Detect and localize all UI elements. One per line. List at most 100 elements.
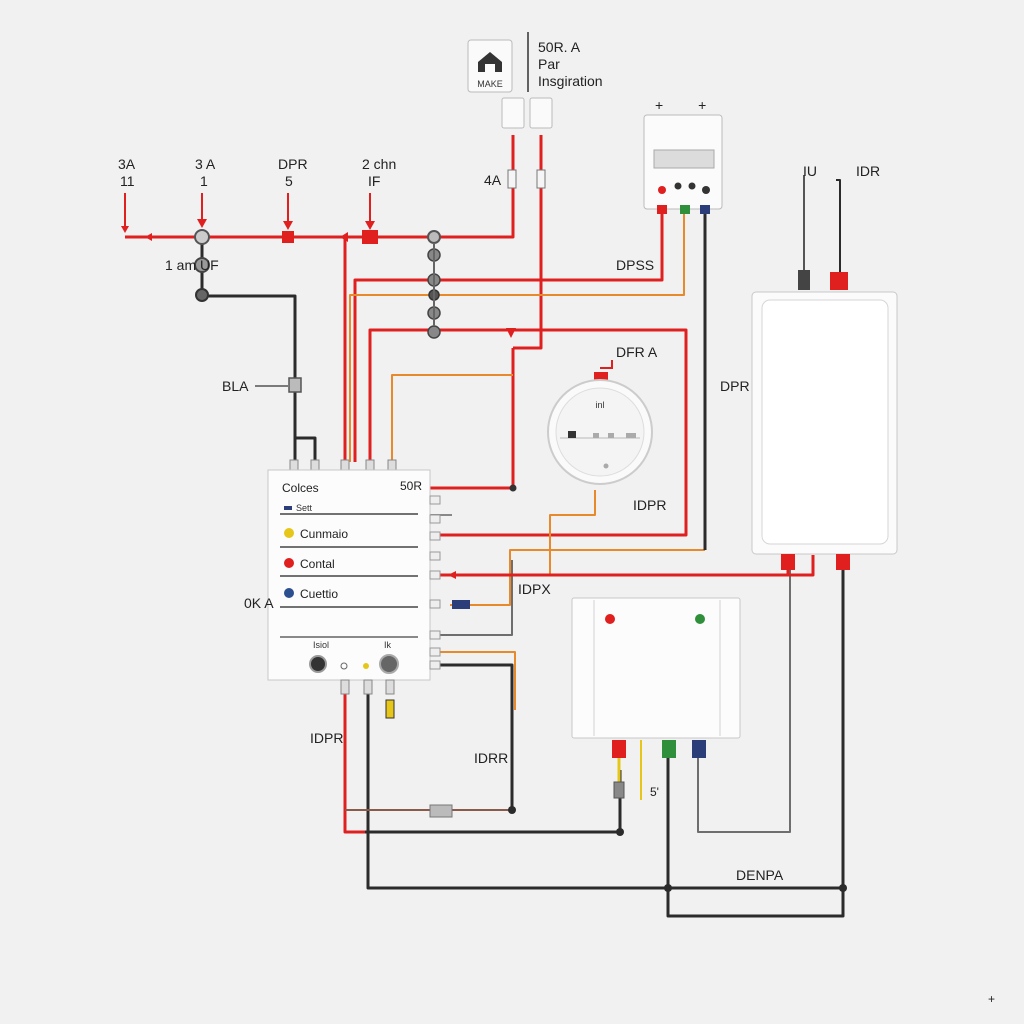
- socket-label-2: Par: [538, 56, 560, 72]
- arrow-head-icon: [448, 571, 456, 579]
- label-fuse: 4A: [484, 172, 502, 188]
- black-left-drop: [200, 237, 317, 462]
- corner-mark: +: [988, 992, 995, 1006]
- junction-dot: [616, 828, 624, 836]
- inline-fuse: [288, 377, 302, 393]
- meter-dot: [603, 463, 609, 469]
- junction-dot: [664, 884, 672, 892]
- grey-left-link: [440, 560, 513, 636]
- red-socket-feed-2: [513, 135, 543, 350]
- device-lead-red: [830, 272, 848, 290]
- unit-terminal-marks: + +: [655, 97, 706, 113]
- yellow-plug: [385, 699, 395, 719]
- label-dpss: DPSS: [616, 257, 654, 273]
- breaker-block: [282, 231, 294, 243]
- row-indicator-2: [284, 558, 294, 568]
- row-indicator-3: [284, 588, 294, 598]
- black-panel-out: [440, 663, 514, 810]
- black-bottom-loop: [366, 568, 845, 890]
- meter-face: [555, 387, 645, 477]
- panel-side-connector: [429, 531, 441, 541]
- row-label-2: Contal: [300, 557, 335, 571]
- panel-title-right: 50R: [400, 479, 422, 493]
- label-bottom-idpr: IDPR: [310, 730, 343, 746]
- panel-side-connector: [429, 514, 441, 524]
- panel-led: [340, 662, 348, 670]
- indicator-light: [658, 186, 666, 194]
- label-meter: DFR A: [616, 344, 658, 360]
- device-terminal-red: [836, 554, 850, 570]
- red-main-bus: [125, 135, 515, 239]
- plug-left: [501, 97, 525, 129]
- panel-connector: [340, 679, 350, 695]
- wall-socket: MAKE 50R. A Par Insgiration 4A: [467, 32, 603, 492]
- red-bottom-loop: [343, 682, 365, 834]
- plug-right: [529, 97, 553, 129]
- panel-knob-right[interactable]: [379, 654, 399, 674]
- label-a1-top: 3A: [118, 156, 136, 172]
- socket-label-1: 50R. A: [538, 39, 581, 55]
- terminal-node: [427, 325, 441, 339]
- fuse-left: [507, 169, 517, 189]
- red-branch-2: [353, 210, 664, 462]
- top-labels: 3A 11 3 A 1 DPR 5 2 chn IF: [118, 156, 396, 244]
- terminal-red: [657, 205, 667, 214]
- meter-segment: [593, 433, 599, 438]
- meter-face-text: inl: [595, 400, 604, 410]
- black-lead-idr: [836, 179, 841, 272]
- junction-dot: [508, 806, 516, 814]
- panel-led: [363, 663, 369, 669]
- label-idr: IDR: [856, 163, 880, 179]
- junction-dot: [509, 484, 517, 492]
- label-a3-bottom: 5: [285, 173, 293, 189]
- label-a4-bottom: IF: [368, 173, 380, 189]
- socket-label-3: Insgiration: [538, 73, 603, 89]
- unit-button: [674, 182, 682, 190]
- box-terminal-red: [612, 740, 626, 758]
- left-node-stack: 1 am UF BLA: [165, 229, 302, 394]
- panel-footer-right: Ik: [384, 640, 392, 650]
- box-led-green: [695, 614, 705, 624]
- label-denpa: DENPA: [736, 867, 784, 883]
- label-iu: IU: [803, 163, 817, 179]
- box-terminal-blue: [692, 740, 706, 758]
- panel-side-connector: [429, 551, 441, 561]
- panel-knob-left[interactable]: [309, 655, 327, 673]
- top-right-unit: + + DPSS: [616, 97, 723, 273]
- sub-label-marker: [284, 506, 292, 510]
- junction-box-body: [571, 597, 741, 739]
- panel-body: [267, 469, 431, 681]
- meter-segment: [568, 431, 576, 438]
- terminal-node: [427, 230, 441, 244]
- large-device: IU IDR DPR: [720, 163, 898, 570]
- label-bottom-idrr: IDRR: [474, 750, 508, 766]
- unit-button: [688, 182, 696, 190]
- panel-side-connector: [429, 495, 441, 505]
- device-panel: [761, 299, 889, 545]
- orange-wire-3: [435, 210, 685, 296]
- terminal-node: [194, 229, 210, 245]
- fuse-right: [536, 169, 546, 189]
- orange-wire-4: [450, 549, 705, 606]
- blue-plug: [452, 600, 470, 609]
- bottom-section: IDPR IDRR DENPA: [310, 730, 847, 892]
- label-bla: BLA: [222, 378, 249, 394]
- arrow-head-icon: [365, 221, 375, 230]
- junction-stack: [427, 230, 441, 339]
- panel-footer-left: Isiol: [313, 640, 329, 650]
- wires-layer: [125, 135, 845, 918]
- unit-button: [702, 186, 710, 194]
- meter-segment: [626, 433, 636, 438]
- arrow-head-icon: [197, 219, 207, 228]
- box-led-red: [605, 614, 615, 624]
- red-socket-to-meter: [430, 348, 515, 490]
- socket-plate: [467, 39, 513, 93]
- arrow-head-icon: [340, 232, 348, 242]
- breaker-block: [362, 230, 378, 244]
- orange-wire-5: [440, 651, 516, 710]
- panel-side-connector: [429, 570, 441, 580]
- red-device-feed: [440, 555, 815, 577]
- black-bottom-mid: [365, 770, 622, 834]
- arrow-head-icon: [121, 226, 129, 233]
- box-plug: [613, 781, 625, 799]
